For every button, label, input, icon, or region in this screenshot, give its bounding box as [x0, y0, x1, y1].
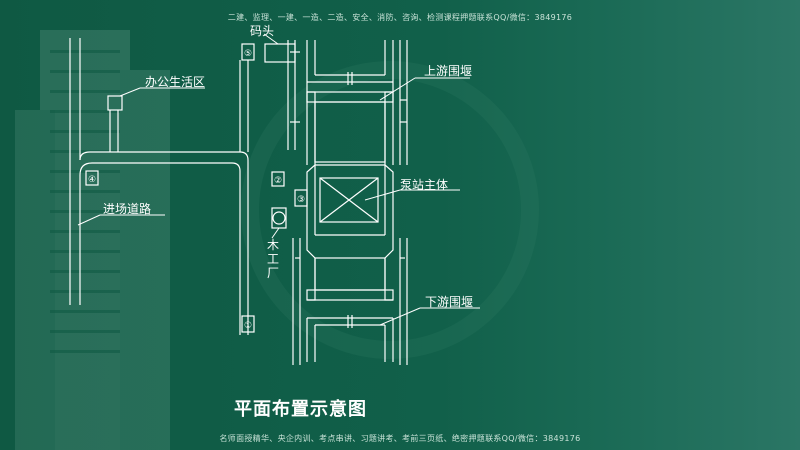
- header-text: 二建、监理、一建、一造、二造、安全、消防、咨询、检测课程押题联系QQ/微信：38…: [227, 13, 573, 22]
- upstream-cofferdam-label: 上游围堰: [424, 64, 473, 78]
- pump-station-label: 泵站主体: [400, 178, 449, 192]
- office-label: 办公生活区: [145, 75, 206, 89]
- marker-2: ②: [274, 176, 282, 186]
- marker-4: ④: [88, 175, 96, 185]
- wharf-label: 码头: [250, 24, 275, 38]
- downstream-cofferdam-label: 下游围堰: [425, 295, 474, 309]
- footer-text: 名师面授精华、央企内训、考点串讲、习题讲考、考前三页纸、绝密押题联系QQ/微信：…: [219, 434, 581, 443]
- marker-1: ①: [244, 321, 252, 331]
- marker-3: ③: [297, 195, 305, 205]
- access-road-label: 进场道路: [103, 202, 152, 216]
- carpentry-label: 木工厂: [266, 238, 279, 280]
- marker-5: ⑤: [244, 49, 252, 59]
- building-decoration: [15, 30, 170, 450]
- diagram-title: 平面布置示意图: [234, 399, 367, 420]
